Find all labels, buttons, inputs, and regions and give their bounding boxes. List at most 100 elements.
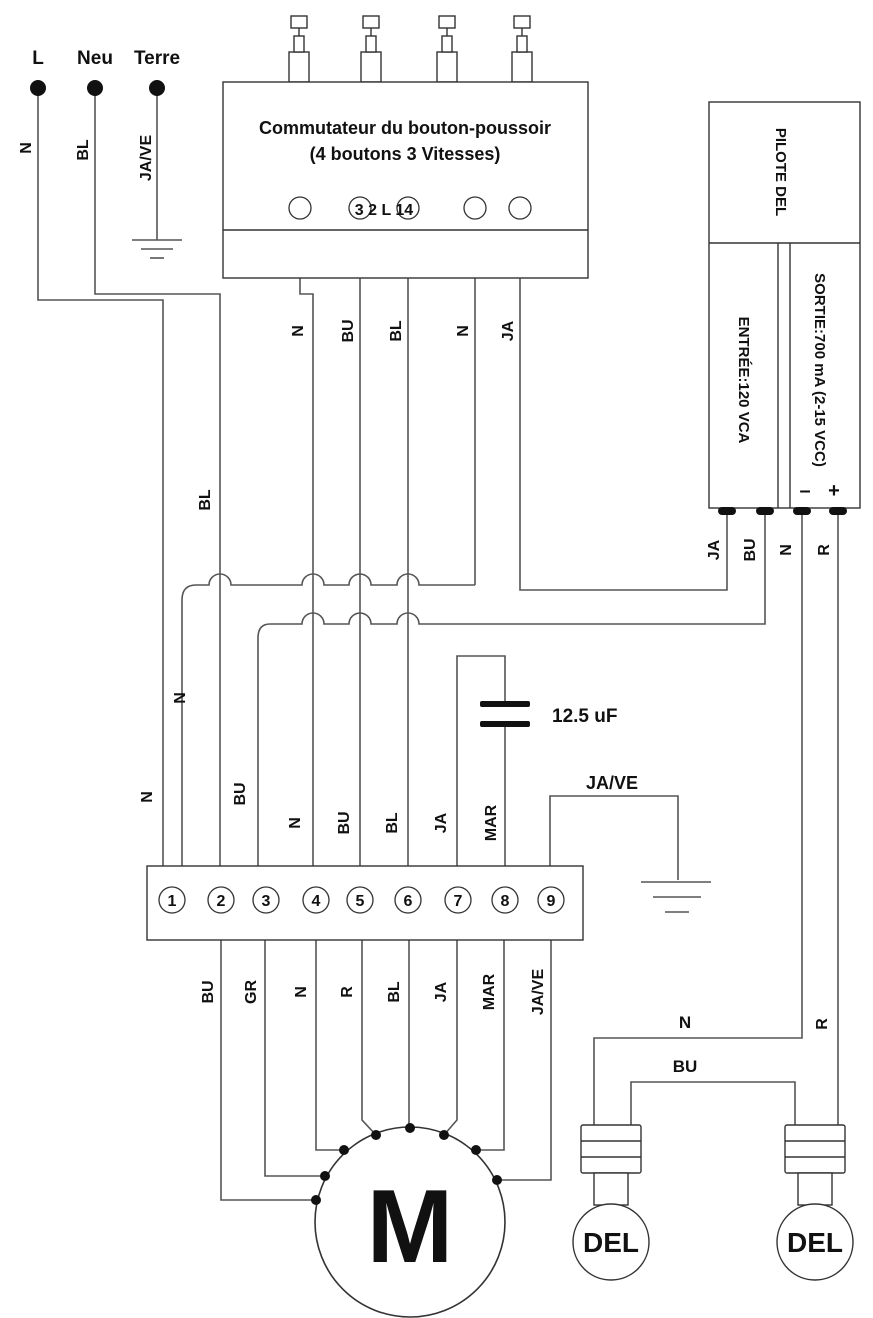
wire-m-1: [220, 940, 316, 1201]
led-right-label: DEL: [787, 1227, 843, 1258]
terminal-number: 2: [217, 893, 226, 910]
terminal-number: 4: [312, 893, 321, 910]
switch-title-1: Commutateur du bouton-poussoir: [259, 118, 551, 138]
switch-terminal: [348, 196, 372, 220]
wire-label: N: [290, 325, 307, 337]
driver-lead: [718, 507, 736, 515]
wire-label: BU: [340, 319, 357, 342]
driver-output: SORTIE:700 mA (2-15 VCC): [811, 273, 828, 467]
neu-terminal: [87, 80, 103, 96]
switch-terminal: [508, 196, 532, 220]
wire-cross-bot: [228, 512, 766, 901]
wire-drv-n: [593, 512, 803, 1125]
wire-label: JA/VE: [586, 773, 638, 793]
wire-label: MAR: [481, 973, 498, 1010]
wire-label: BU: [336, 811, 353, 834]
wire-m-8: [497, 940, 552, 1181]
wire-ground-9: [549, 795, 679, 880]
wire-m-7: [476, 940, 505, 1151]
wire-label: MAR: [483, 804, 500, 841]
terminal-7: [444, 886, 472, 914]
terminal-4: [302, 886, 330, 914]
wire-label: GR: [243, 980, 260, 1004]
terminal-9: [537, 886, 565, 914]
wire-label: BU: [673, 1057, 698, 1076]
wire-label: R: [816, 544, 833, 556]
push-button-switch: Commutateur du bouton-poussoir (4 bouton…: [222, 15, 589, 279]
ground-symbol: [641, 881, 711, 913]
wire-label: JA: [500, 320, 517, 341]
terminal-3: [252, 886, 280, 914]
wire-label: BL: [384, 812, 401, 834]
led-driver: PILOTE DEL ENTRÉE:120 VCA SORTIE:700 mA …: [708, 101, 861, 515]
wire-neu: [94, 92, 221, 876]
l-label: L: [32, 48, 44, 69]
terminal-number: 3: [262, 893, 271, 910]
push-button: [511, 15, 533, 83]
wire-m-2: [264, 940, 325, 1177]
terminal-number: 7: [454, 893, 463, 910]
wire-label: N: [18, 142, 35, 154]
wire-m-3: [315, 940, 344, 1151]
wire-label: BL: [197, 489, 214, 511]
terminal-numbers: 1 2 3 4 5 6 7 8 9: [158, 886, 565, 914]
driver-plus: +: [828, 480, 840, 502]
motor: M: [311, 1123, 506, 1318]
terminal-1: [158, 886, 186, 914]
motor-lead: [371, 1130, 381, 1140]
wire-label: JA: [433, 812, 450, 833]
wire-label: R: [339, 986, 356, 998]
switch-title-2: (4 boutons 3 Vitesses): [310, 144, 501, 164]
wire-l: [37, 92, 164, 876]
capacitor: 12.5 uF: [480, 701, 617, 727]
terre-label: Terre: [134, 48, 180, 69]
l-terminal: [30, 80, 46, 96]
terminal-number: 6: [404, 893, 413, 910]
switch-terminal: [463, 196, 487, 220]
terminal-6: [394, 886, 422, 914]
capacitor-value: 12.5 uF: [552, 706, 617, 727]
wire-label: JA: [706, 539, 723, 560]
driver-body: [708, 101, 861, 509]
driver-title: PILOTE DEL: [772, 128, 789, 216]
wire-label: N: [293, 986, 310, 998]
wire-label: N: [455, 325, 472, 337]
push-button: [436, 15, 458, 83]
terminal-block: 1 2 3 4 5 6 7 8 9: [146, 865, 584, 941]
terminal-8: [491, 886, 519, 914]
switch-terminal: [288, 196, 312, 220]
terminal-number: 8: [501, 893, 510, 910]
led-left-label: DEL: [583, 1227, 639, 1258]
switch-terminal-labels: 3 2 L 14: [355, 202, 414, 219]
terre-terminal: [149, 80, 165, 96]
input-terminals: L Neu Terre: [30, 48, 180, 96]
ground-symbol-top: [132, 239, 182, 259]
motor-lead: [320, 1171, 330, 1181]
wire-label: JA: [433, 981, 450, 1002]
wire-sw-5: [519, 218, 728, 591]
wire-labels: N BL JA/VE N BU BL N JA BL N N BU N BU B…: [18, 135, 833, 1030]
motor-lead: [311, 1195, 321, 1205]
wire-label: BL: [386, 981, 403, 1003]
neu-label: Neu: [77, 48, 113, 69]
wire-label: N: [139, 791, 156, 803]
wire-label: JA/VE: [138, 135, 155, 182]
push-button: [360, 15, 382, 83]
wire-cross-top: [171, 573, 475, 901]
motor-lead: [439, 1130, 449, 1140]
wire-label: BL: [75, 139, 92, 161]
wire-label: N: [287, 817, 304, 829]
wire-label: JA/VE: [530, 969, 547, 1016]
terminal-number: 9: [547, 893, 556, 910]
terminal-number: 1: [168, 893, 177, 910]
driver-minus: –: [799, 480, 810, 502]
driver-lead: [756, 507, 774, 515]
driver-lead: [793, 507, 811, 515]
led-right: DEL: [776, 1124, 854, 1281]
led-left: DEL: [572, 1124, 650, 1281]
push-button: [288, 15, 310, 83]
wire-label: R: [814, 1018, 831, 1030]
driver-lead: [829, 507, 847, 515]
terminal-number: 5: [356, 893, 365, 910]
